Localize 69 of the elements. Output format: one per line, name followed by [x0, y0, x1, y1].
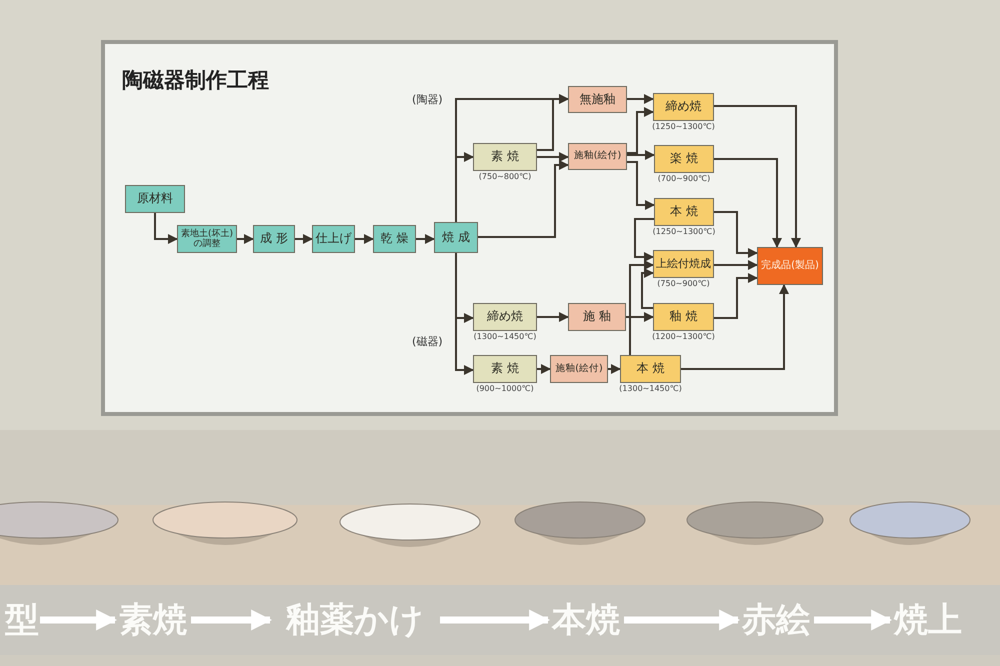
- temperature-label: (700~900℃): [656, 174, 712, 184]
- process-box: 成 形: [253, 225, 295, 253]
- temperature-label: (1300~1450℃): [472, 332, 538, 342]
- arrow: [714, 158, 782, 248]
- arrow: [627, 161, 655, 210]
- arrow: [478, 160, 569, 238]
- process-box: 楽 焼: [654, 145, 714, 173]
- temperature-label: (1300~1450℃): [618, 384, 683, 394]
- arrow: [714, 105, 801, 248]
- arrow: [40, 610, 118, 630]
- arrow: [634, 218, 654, 262]
- process-box: 施釉(絵付): [568, 143, 627, 170]
- arrow: [641, 268, 654, 309]
- temperature-label: (1200~1300℃): [651, 332, 716, 342]
- process-box: 素 焼: [473, 355, 537, 383]
- arrow: [608, 364, 621, 374]
- temperature-label: (750~800℃): [478, 172, 532, 182]
- arrow: [355, 234, 374, 244]
- process-box: 原材料: [125, 185, 185, 213]
- process-box: 素 焼: [473, 143, 537, 171]
- arrow: [627, 94, 654, 104]
- arrow: [627, 150, 655, 160]
- step-word: 型: [4, 598, 40, 642]
- process-box: 無施釉: [568, 86, 627, 113]
- temperature-label: (750~900℃): [656, 279, 711, 289]
- result-box: 完成品(製品): [757, 247, 823, 285]
- step-word: 釉薬かけ: [270, 598, 440, 642]
- group-label: (磁器): [412, 334, 444, 350]
- arrow: [191, 610, 272, 630]
- process-box: 締め焼: [473, 303, 537, 331]
- process-box: 素地土(坏土)の調整: [177, 225, 237, 253]
- step-word: 素焼: [115, 598, 191, 642]
- arrow: [537, 94, 569, 151]
- arrow: [624, 610, 740, 630]
- arrow: [626, 312, 654, 322]
- arrow: [714, 260, 758, 270]
- arrow: [537, 312, 569, 322]
- step-word: 焼上: [890, 598, 966, 642]
- arrow: [416, 234, 435, 244]
- arrow: [455, 152, 474, 222]
- arrow: [629, 260, 654, 355]
- arrow: [154, 213, 178, 244]
- process-box: 乾 燥: [373, 225, 416, 253]
- process-box: 焼 成: [434, 222, 478, 253]
- arrow: [295, 234, 313, 244]
- arrow: [440, 610, 550, 630]
- arrow: [681, 284, 789, 370]
- step-word: 本焼: [548, 598, 624, 642]
- process-box: 上絵付焼成: [653, 250, 714, 278]
- arrow: [537, 364, 551, 374]
- title: 陶磁器制作工程: [122, 67, 270, 94]
- process-box: 本 焼: [620, 355, 681, 383]
- arrow: [237, 234, 254, 244]
- arrow: [714, 211, 758, 258]
- group-label: (陶器): [412, 92, 444, 108]
- temperature-label: (1250~1300℃): [651, 122, 716, 132]
- arrow: [537, 152, 569, 162]
- temperature-label: (900~1000℃): [475, 384, 535, 394]
- arrow: [714, 273, 758, 319]
- temperature-label: (1250~1300℃): [652, 227, 716, 237]
- arrow: [814, 610, 892, 630]
- process-box: 施 釉: [568, 303, 626, 331]
- process-box: 施釉(絵付): [550, 355, 608, 383]
- process-box: 仕上げ: [312, 225, 355, 253]
- arrow: [627, 107, 654, 154]
- process-box: 本 焼: [654, 198, 714, 226]
- process-box: 締め焼: [653, 93, 714, 121]
- process-box: 釉 焼: [653, 303, 714, 331]
- step-word: 赤絵: [738, 598, 814, 642]
